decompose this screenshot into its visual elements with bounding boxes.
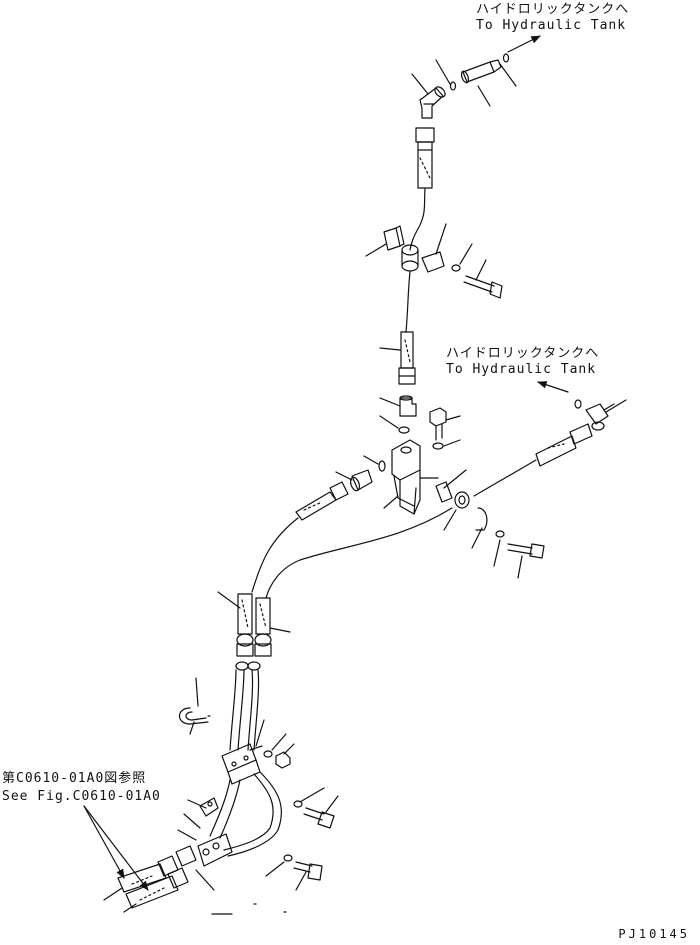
tank-callout-upper-jp: ハイドロリックタンクへ (476, 2, 630, 17)
junction-plate (221, 743, 261, 785)
washer-bottom (283, 854, 293, 862)
bottom-hose-fittings (117, 855, 189, 909)
tank-callout-right-en: To Hydraulic Tank (446, 362, 597, 377)
o-ring-upper-b (449, 81, 457, 91)
twin-hose-fittings (236, 593, 272, 657)
drawing-code: PJ10145 (618, 927, 690, 941)
lower-fitting-a (175, 845, 197, 867)
tube-a (229, 669, 237, 751)
hose-middle (405, 271, 411, 333)
washer-plate (263, 750, 273, 758)
right-tank-arrow (537, 381, 569, 393)
figure-reference-jp: 第C0610-01A0図参照 (2, 771, 147, 786)
hose-fitting-middle (398, 331, 416, 385)
bolt-small (429, 407, 447, 441)
o-ring-left (378, 460, 386, 472)
tube-b (247, 669, 254, 751)
tank-callout-right-jp: ハイドロリックタンクへ (446, 346, 600, 361)
hose-fitting-right (535, 423, 593, 467)
hose-upper (409, 187, 426, 251)
hose-fitting-upper (415, 127, 435, 189)
upper-tank-arrow (507, 35, 541, 53)
tube-lower-b (223, 773, 274, 851)
elbow-fitting-right (585, 403, 615, 431)
clamp-upper (383, 225, 445, 273)
nut-plate (275, 751, 291, 769)
hose-left-a (251, 517, 299, 593)
tank-callout-upper-en: To Hydraulic Tank (476, 18, 627, 33)
o-ring-middle (398, 426, 410, 434)
tube-lower-a (209, 779, 231, 837)
straight-fitting-upper (460, 59, 502, 84)
hose-fitting-left-top (295, 481, 349, 521)
hose-right (473, 459, 537, 497)
washer-lower-right (293, 800, 303, 808)
o-ring-upper-a (502, 53, 510, 63)
elbow-fitting-upper (419, 86, 446, 119)
bolt-bottom (293, 861, 323, 881)
o-ring-right (574, 399, 582, 409)
lower-bracket-tab (199, 797, 219, 817)
mounting-bracket (391, 439, 439, 515)
bolt-lower (507, 543, 545, 559)
washer-upper (451, 264, 461, 272)
adapter-middle (399, 395, 417, 417)
hose-right-lower (265, 507, 453, 599)
washer-lower (495, 530, 505, 538)
figure-reference-en: See Fig.C0610-01A0 (2, 789, 161, 804)
bolt-lower-right (303, 807, 335, 829)
washer-small (432, 442, 444, 450)
clamp-lower (435, 481, 488, 531)
u-clamp (178, 707, 213, 725)
bolt-upper (463, 275, 503, 299)
elbow-fitting-left (349, 469, 373, 492)
lower-block (197, 833, 233, 867)
